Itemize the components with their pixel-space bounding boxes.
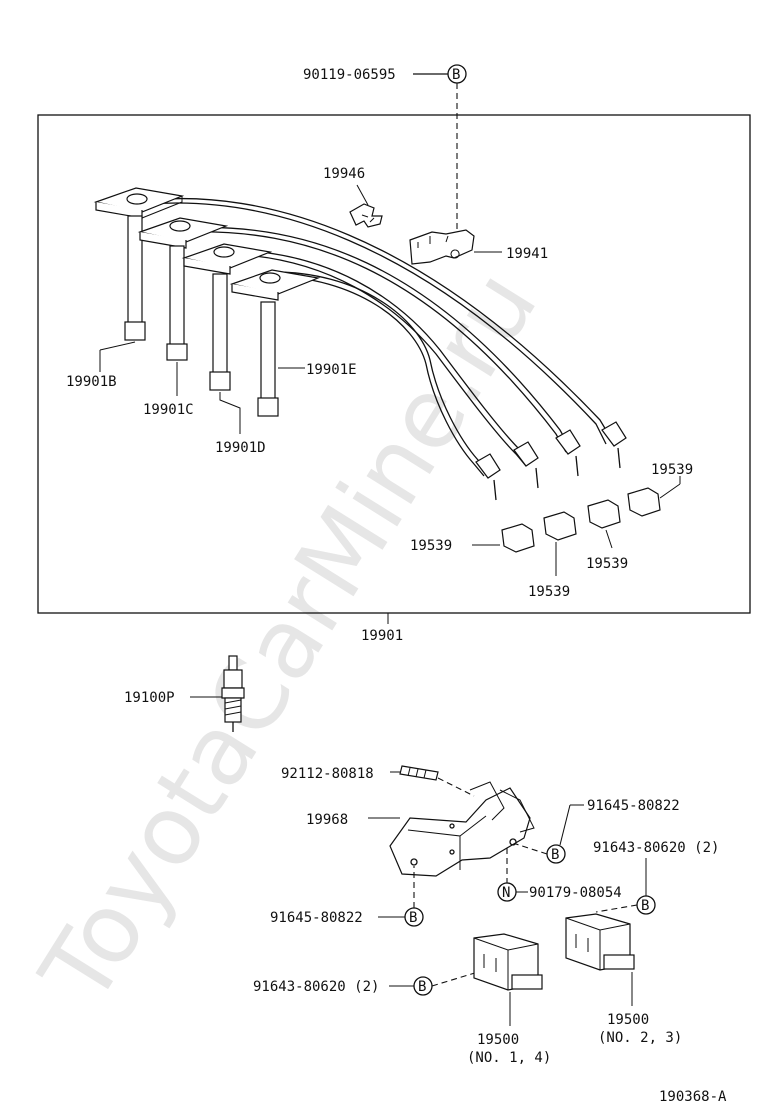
coil-19500-no14 (473, 933, 543, 1026)
label-91645-80822-right: 91645-80822 (587, 798, 680, 814)
boot-19539-a (472, 523, 535, 553)
label-19941: 19941 (506, 246, 548, 262)
label-19901C: 19901C (143, 402, 194, 418)
note-19500-no23: (NO. 2, 3) (598, 1030, 682, 1046)
boot-19539-c (587, 499, 621, 549)
label-19539-a: 19539 (410, 538, 452, 554)
label-19901B: 19901B (66, 374, 117, 390)
callout-91645-80822-left: 91645-80822 B (270, 866, 424, 927)
boot-19539-d (627, 476, 681, 517)
wire-19901C (137, 217, 229, 396)
label-19901E: 19901E (306, 362, 357, 378)
label-19539-c: 19539 (586, 556, 628, 572)
wire-19901D (181, 243, 273, 434)
label-19901: 19901 (361, 628, 403, 644)
bracket-19968 (368, 781, 535, 877)
label-19901D: 19901D (215, 440, 266, 456)
label-19500-no23: 19500 (607, 1012, 649, 1028)
wire-end-boots (475, 421, 627, 501)
label-92112-80818: 92112-80818 (281, 766, 374, 782)
label-19946: 19946 (323, 166, 365, 182)
label-19100P: 19100P (124, 690, 175, 706)
callout-90119-06595: 90119-06595 B (303, 64, 467, 240)
marker-n: N (502, 885, 510, 901)
stud-92112-80818: 92112-80818 (281, 765, 475, 797)
callout-91643-80620-coil23: 91643-80620 (2) B (593, 840, 719, 915)
marker-b: B (452, 67, 460, 83)
clamp-19941: 19941 (409, 229, 548, 265)
figure-id: 190368-A (659, 1089, 727, 1105)
label-91643-80620-coil23: 91643-80620 (2) (593, 840, 719, 856)
label-91643-80620-coil14: 91643-80620 (2) (253, 979, 379, 995)
note-19500-no14: (NO. 1, 4) (467, 1050, 551, 1066)
label-19500-no14: 19500 (477, 1032, 519, 1048)
coil-19500-no23 (565, 913, 635, 1006)
label-90119-06595: 90119-06595 (303, 67, 396, 83)
ignition-wires (149, 197, 613, 477)
label-90179-08054: 90179-08054 (529, 885, 622, 901)
boot-19539-b (543, 511, 577, 576)
callout-90179-08054: N 90179-08054 (497, 848, 622, 902)
wire-19901B (93, 187, 185, 372)
marker-b: B (641, 898, 649, 914)
spark-plug-19100P (190, 655, 245, 732)
marker-b: B (418, 979, 426, 995)
label-19539-d: 19539 (651, 462, 693, 478)
marker-b: B (551, 847, 559, 863)
label-91645-80822-left: 91645-80822 (270, 910, 363, 926)
marker-b: B (409, 910, 417, 926)
callout-91643-80620-coil14: 91643-80620 (2) B (253, 971, 479, 996)
wire-19901E (229, 269, 321, 417)
callout-91645-80822-right: 91645-80822 B (515, 798, 680, 864)
clamp-19946: 19946 (323, 166, 383, 228)
label-19968: 19968 (306, 812, 348, 828)
wire-set-frame (37, 114, 751, 614)
label-19539-b: 19539 (528, 584, 570, 600)
